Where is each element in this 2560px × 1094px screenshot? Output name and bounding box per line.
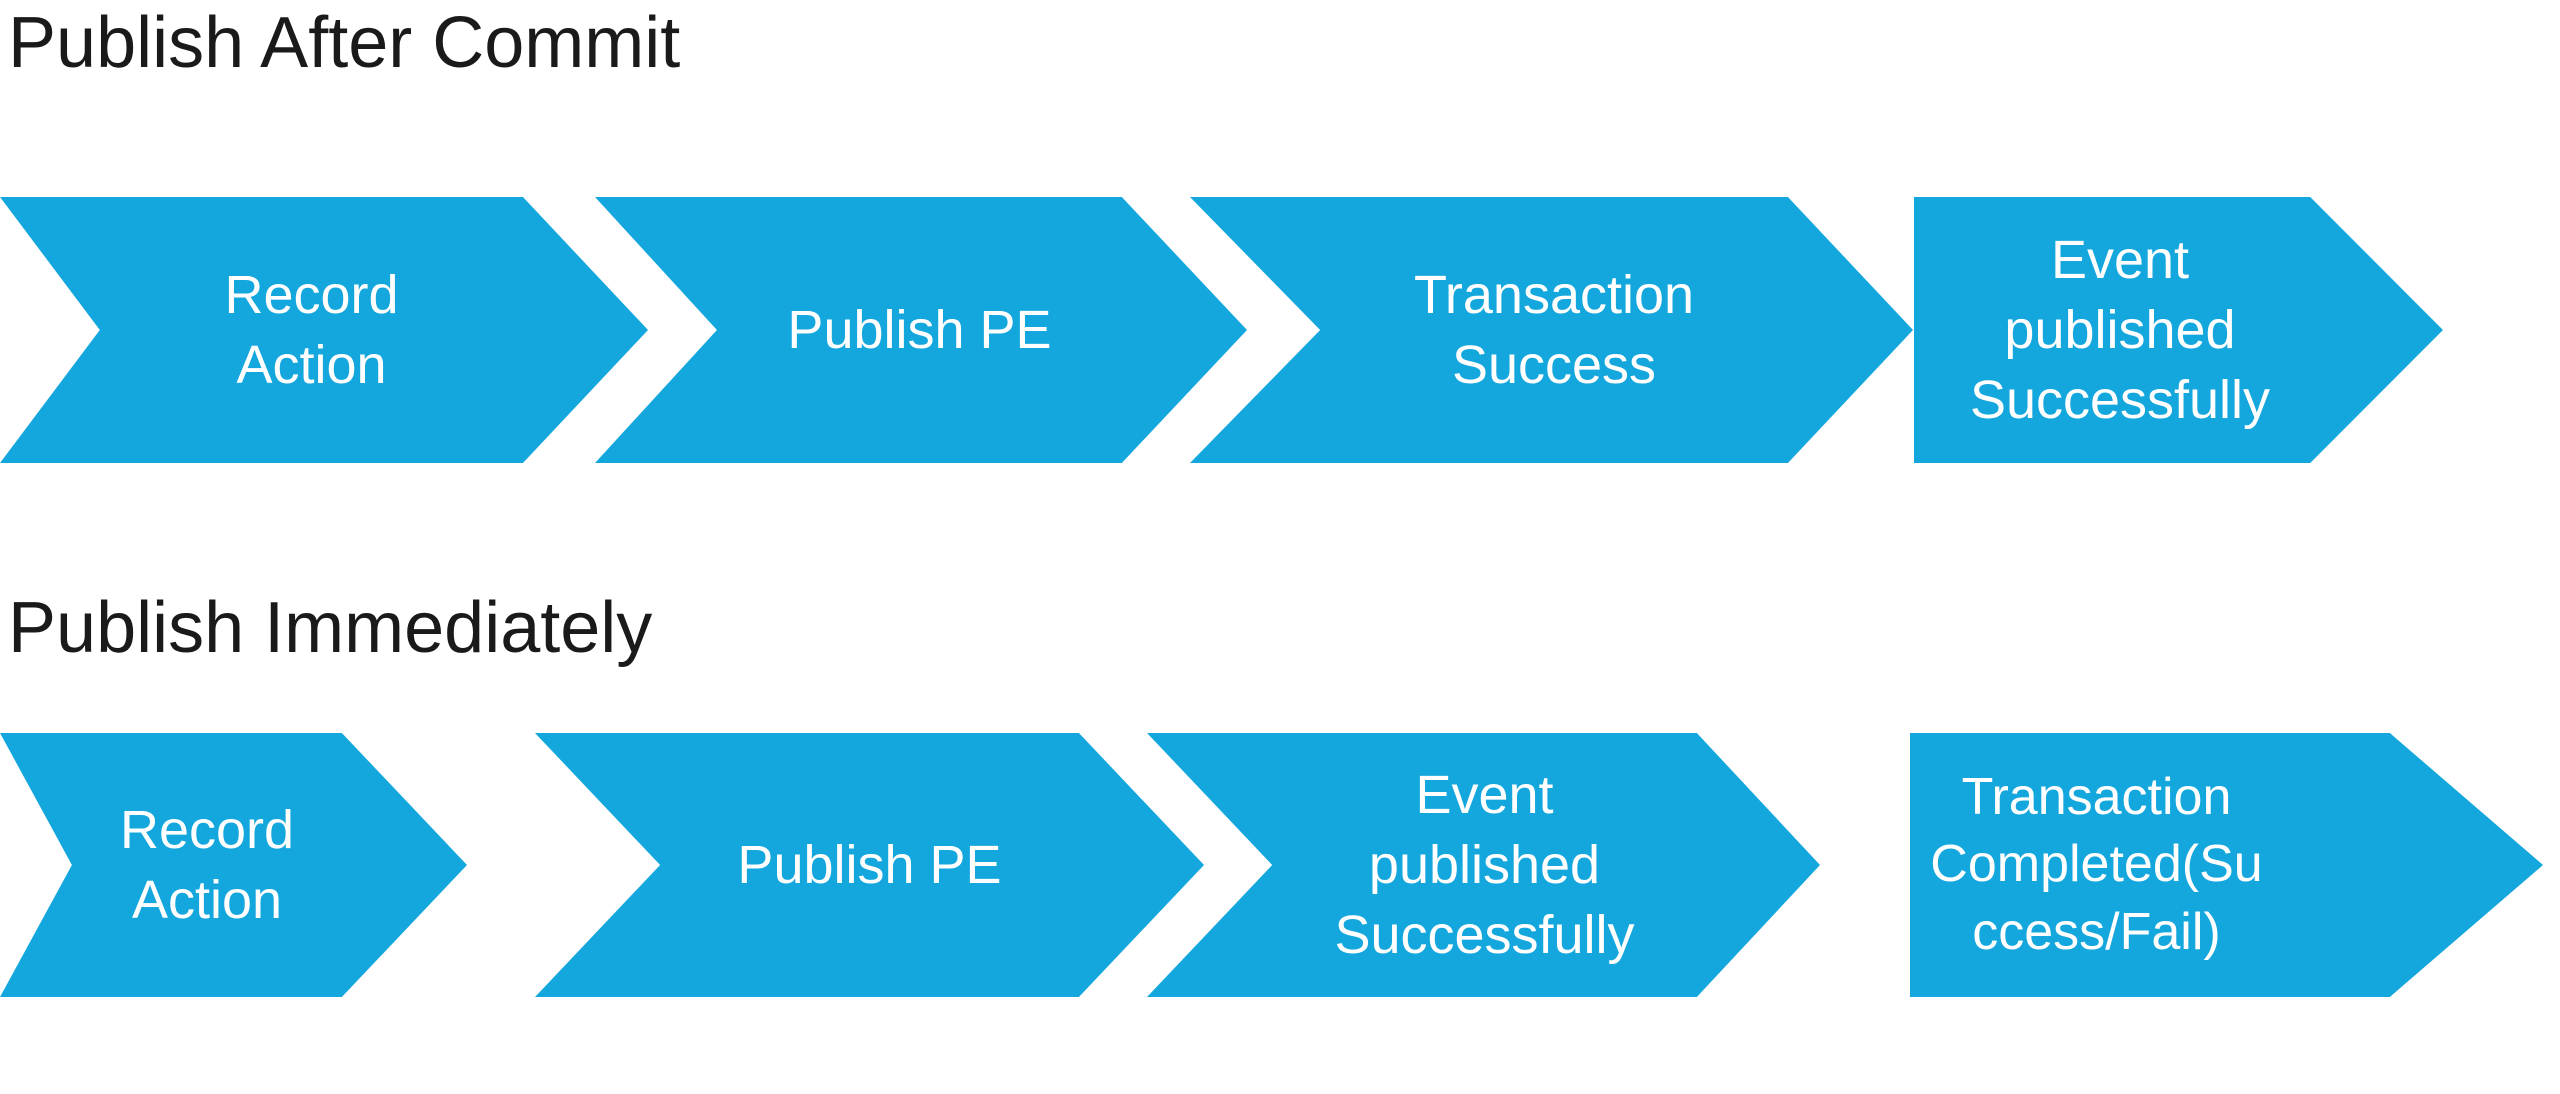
step-label: Publish PE (787, 299, 1052, 360)
chevron-step-publish-pe-1: Publish PE (595, 197, 1247, 463)
section-title-publish-immediately: Publish Immediately (8, 588, 653, 668)
step-label: Event published Successfully (1334, 764, 1635, 966)
arrow-step-event-published-successfully-1: Event published Successfully (1914, 197, 2443, 463)
step-label: Record Action (119, 799, 295, 930)
arrow-step-transaction-completed: Transaction Completed(Success/Fail) (1910, 733, 2543, 997)
step-label: Record Action (224, 264, 399, 395)
chevron-step-publish-pe-2: Publish PE (535, 733, 1204, 997)
chevron-step-event-published-successfully-2: Event published Successfully (1147, 733, 1820, 997)
step-label: Publish PE (737, 834, 1002, 895)
step-label: Event published Successfully (1969, 229, 2271, 431)
chevron-step-record-action-1: Record Action (0, 197, 648, 463)
chevron-step-record-action-2: Record Action (0, 733, 467, 997)
step-label: Transaction Success (1413, 264, 1695, 395)
chevron-step-transaction-success: Transaction Success (1190, 197, 1913, 463)
step-label: Transaction Completed(Success/Fail) (1930, 767, 2263, 961)
section-title-publish-after-commit: Publish After Commit (8, 3, 681, 83)
